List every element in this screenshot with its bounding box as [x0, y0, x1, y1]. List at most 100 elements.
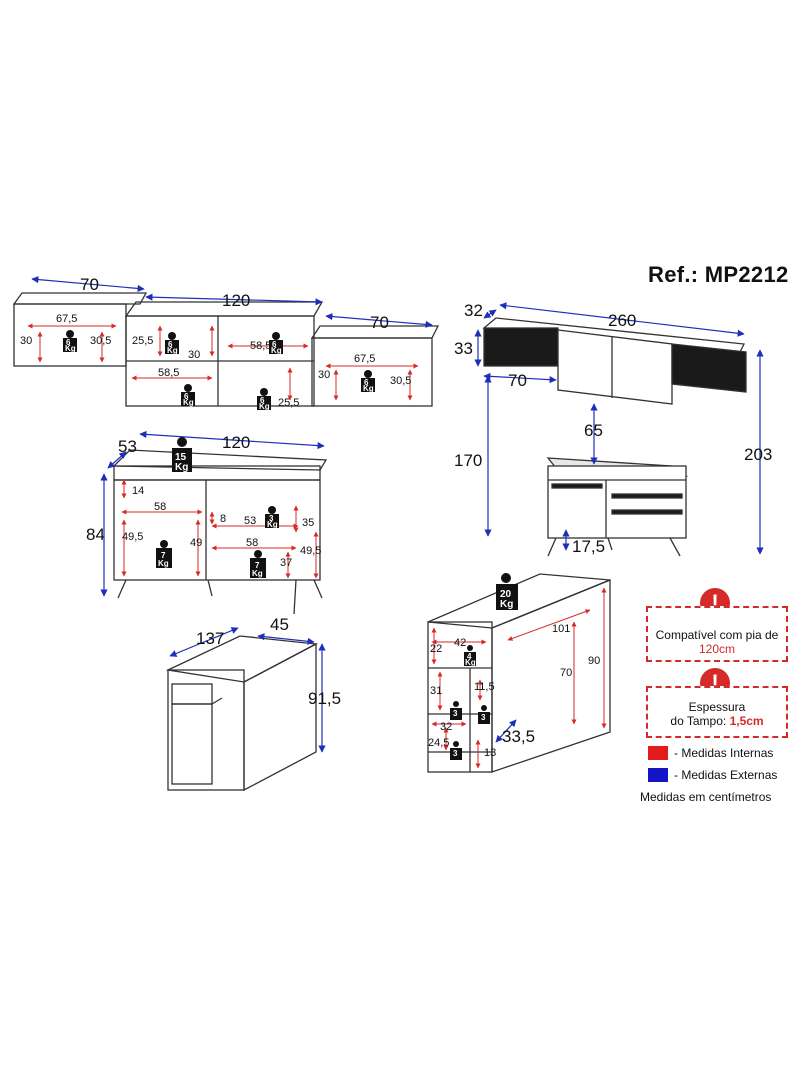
base-right-low-h: 37 [280, 557, 292, 569]
bar-inner-bottom-h: 24,5 [428, 737, 449, 749]
svg-text:6: 6 [364, 378, 369, 387]
top-note-line2: do Tampo: 1,5cm [648, 714, 786, 728]
wall-center-width: 120 [222, 291, 250, 310]
weight-icon: 4 Kg [464, 645, 476, 667]
kitchen-depth: 32 [464, 301, 483, 320]
svg-text:Kg: Kg [259, 402, 270, 411]
kitchen-width: 260 [608, 311, 636, 330]
svg-text:6: 6 [66, 338, 71, 347]
legend-internal: - Medidas Internas [648, 746, 773, 760]
svg-text:6: 6 [168, 340, 173, 349]
base-depth: 53 [118, 437, 137, 456]
legend-external-label: - Medidas Externas [674, 768, 778, 782]
bar-side-width: 33,5 [502, 727, 535, 746]
svg-text:15: 15 [175, 452, 187, 463]
wall-left-inner-h-left: 30 [20, 335, 32, 347]
svg-text:Kg: Kg [465, 658, 476, 667]
weight-icon: 3 [478, 705, 490, 724]
wall-right-width: 70 [370, 313, 389, 332]
wall-center-bottom-left-w: 58,5 [158, 367, 179, 379]
weight-icon: 7 Kg [250, 550, 266, 578]
bar-table-right-external-dims [495, 719, 517, 743]
base-left-inner-w: 58 [154, 501, 166, 513]
kitchen-feet-height: 17,5 [572, 537, 605, 556]
weight-icon: 3 [450, 741, 462, 760]
base-right-inner-w: 53 [244, 515, 256, 527]
svg-text:3: 3 [453, 749, 458, 758]
kitchen-set-dims [474, 302, 764, 555]
kitchen-set [482, 317, 747, 557]
sink-compat-note: Compatível com pia de 120cm [646, 606, 788, 662]
wall-right-inner-h-right: 30,5 [390, 375, 411, 387]
sink-note-line1: Compatível com pia de [655, 628, 779, 642]
base-cabinet [112, 449, 328, 615]
svg-text:Kg: Kg [65, 344, 76, 353]
wall-center-top-left-inner-h: 30 [188, 349, 200, 361]
svg-text:7: 7 [255, 561, 260, 570]
bar-inner-top-w: 42 [454, 637, 466, 649]
wall-unit-external-dims [31, 275, 433, 329]
svg-text:3: 3 [269, 514, 274, 523]
base-right-h: 49,5 [300, 545, 321, 557]
bar-inner-mid-h: 31 [430, 685, 442, 697]
wall-right-inner-h-left: 30 [318, 369, 330, 381]
base-center-h: 49 [190, 537, 202, 549]
bar-inner-full-h: 90 [588, 655, 600, 667]
svg-text:3: 3 [453, 709, 458, 718]
wall-unit-internal-dims [27, 323, 419, 401]
top-note-value: 1,5cm [729, 714, 764, 728]
base-height: 84 [86, 525, 105, 544]
bar-inner-long-w: 101 [552, 623, 570, 635]
kitchen-gap: 65 [584, 421, 603, 440]
base-cabinet-internal-dims [121, 479, 319, 579]
svg-text:Kg: Kg [267, 520, 278, 529]
legend-external: - Medidas Externas [648, 768, 777, 782]
weight-icon: 6 Kg [181, 384, 195, 407]
svg-text:4: 4 [467, 652, 472, 661]
top-note-line1: Espessura [688, 700, 746, 714]
units-note: Medidas em centímetros [640, 790, 772, 804]
top-thickness-note: Espessura do Tampo: 1,5cm [646, 686, 788, 738]
external-swatch [648, 768, 668, 782]
weight-icon: 6 Kg [361, 370, 375, 393]
weight-icon: 6 Kg [269, 332, 283, 355]
svg-text:Kg: Kg [167, 346, 178, 355]
wall-center-top-right-w: 58,5 [250, 340, 271, 352]
svg-text:6: 6 [260, 396, 265, 405]
sink-note-line2: 120cm [698, 642, 736, 656]
reference-code: Ref.: MP2212 [648, 262, 789, 287]
weight-icon: 15 Kg [172, 437, 192, 473]
kitchen-floor-gap: 170 [454, 451, 482, 470]
svg-text:6: 6 [184, 392, 189, 401]
kitchen-height: 33 [454, 339, 473, 358]
top-note-prefix: do Tampo: [670, 714, 730, 728]
weight-icon: 20 Kg [496, 573, 518, 610]
wall-center-top-left-h: 25,5 [132, 335, 153, 347]
wall-center-bottom-right-h: 25,5 [278, 397, 299, 409]
bar-inner-low-h: 13 [484, 747, 496, 759]
svg-text:Kg: Kg [271, 346, 282, 355]
bar-depth: 45 [270, 615, 289, 634]
svg-text:Kg: Kg [183, 398, 194, 407]
base-right-bottom-w: 58 [246, 537, 258, 549]
svg-text:Kg: Kg [500, 599, 513, 610]
weight-icon: 6 Kg [63, 330, 77, 353]
kitchen-total-height: 203 [744, 445, 772, 464]
internal-swatch [648, 746, 668, 760]
bar-length: 137 [196, 629, 224, 648]
svg-text:7: 7 [161, 551, 166, 560]
svg-text:3: 3 [481, 713, 486, 722]
base-mid-h: 8 [220, 513, 226, 525]
bar-table-right-internal-dims [431, 587, 607, 769]
wall-left-width: 70 [80, 275, 99, 294]
bar-inner-small-h: 11,5 [474, 681, 495, 693]
wall-left-inner-width: 67,5 [56, 313, 77, 325]
legend-internal-label: - Medidas Internas [674, 746, 774, 760]
weight-icon: 6 Kg [257, 388, 271, 411]
svg-text:Kg: Kg [363, 384, 374, 393]
svg-text:Kg: Kg [252, 569, 263, 578]
bar-inner-leg-h: 70 [560, 667, 572, 679]
kitchen-module-width: 70 [508, 371, 527, 390]
wall-right-inner-width: 67,5 [354, 353, 375, 365]
bar-table-left [165, 635, 319, 792]
